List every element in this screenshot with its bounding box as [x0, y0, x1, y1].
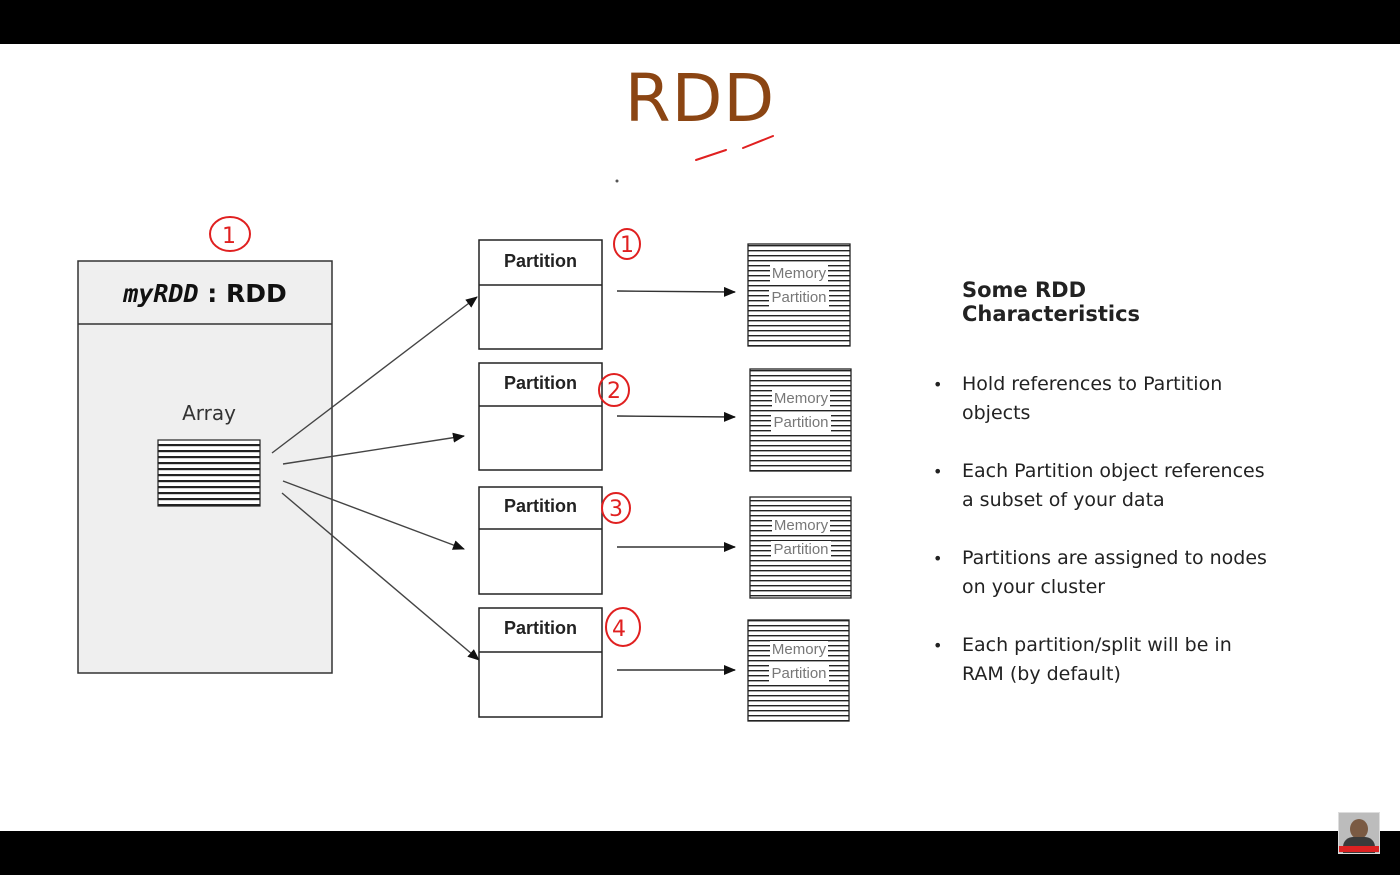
- arrow-array-partition-1: [271, 296, 478, 454]
- partition-annotation-circle-4: [605, 607, 641, 647]
- array-label: Array: [182, 401, 236, 425]
- subscribe-badge-icon: [1339, 846, 1379, 852]
- rdd-annotation-circle: [209, 216, 251, 252]
- characteristic-item: •Each Partition object references a subs…: [930, 457, 1270, 515]
- memory-label-1-line1: Memory: [769, 265, 829, 283]
- memory-label-4-line1: Memory: [769, 641, 829, 659]
- partition-annotation-2: 2: [607, 379, 621, 404]
- memory-label-4: Memory Partition: [748, 638, 850, 686]
- array-block: [157, 439, 261, 507]
- bullet-icon: •: [933, 375, 943, 394]
- memory-label-3-line2: Partition: [771, 541, 831, 559]
- partition-annotation-circle-1: [613, 228, 641, 260]
- characteristic-item: •Partitions are assigned to nodes on you…: [930, 544, 1270, 602]
- bullet-icon: •: [933, 462, 943, 481]
- presenter-head: [1350, 819, 1368, 839]
- partition-label-2: Partition: [503, 373, 577, 393]
- characteristic-item: •Hold references to Partition objects: [930, 370, 1270, 428]
- partition-box-4: [478, 607, 603, 718]
- bullet-icon: •: [933, 636, 943, 655]
- partition-label-3: Partition: [503, 496, 577, 516]
- bullet-icon: •: [933, 549, 943, 568]
- partition-label-4: Partition: [503, 618, 577, 638]
- partition-to-memory-arrows: [616, 286, 736, 675]
- characteristic-item: •Each partition/split will be in RAM (by…: [930, 631, 1270, 689]
- rdd-variable-name: myRDD: [123, 278, 199, 308]
- memory-label-2-line2: Partition: [771, 414, 831, 432]
- video-bottom-bar: [0, 831, 1400, 875]
- characteristics-panel: Some RDD Characteristics •Hold reference…: [930, 278, 1270, 718]
- memory-block-4: [747, 619, 850, 722]
- characteristics-list: •Hold references to Partition objects •E…: [930, 370, 1270, 689]
- memory-label-2-line1: Memory: [771, 390, 831, 408]
- partition-annotation-3: 3: [609, 497, 623, 522]
- slide-title: RDD: [624, 60, 776, 137]
- arrow-array-partition-4: [281, 492, 480, 661]
- partition-box-3: [478, 486, 603, 595]
- arrow-array-partition-2: [282, 432, 465, 465]
- memory-label-1-line2: Partition: [769, 289, 829, 307]
- rdd-separator: :: [198, 278, 226, 308]
- partition-annotation-4: 4: [612, 617, 626, 642]
- partition-annotation-circle-2: [598, 373, 630, 407]
- memory-label-3: Memory Partition: [750, 514, 852, 562]
- rdd-header: myRDD : RDD: [78, 262, 332, 324]
- partition-annotation-1: 1: [620, 233, 634, 258]
- partition-box-1: [478, 239, 603, 350]
- video-top-bar: [0, 0, 1400, 44]
- partition-label-1: Partition: [503, 251, 577, 271]
- memory-label-4-line2: Partition: [769, 665, 829, 683]
- memory-label-2: Memory Partition: [750, 387, 852, 435]
- presenter-avatar[interactable]: [1338, 812, 1380, 854]
- title-scribble: [695, 135, 774, 161]
- characteristics-title: Some RDD Characteristics: [962, 278, 1141, 326]
- arrow-partition-memory-1: [616, 286, 736, 297]
- memory-label-1: Memory Partition: [748, 262, 850, 310]
- partition-box-2: [478, 362, 603, 471]
- memory-label-3-line1: Memory: [771, 517, 831, 535]
- partition-annotation-circle-3: [601, 492, 631, 524]
- array-to-partition-arrows: [271, 296, 480, 661]
- arrow-array-partition-3: [282, 480, 465, 550]
- pen-mark: [615, 179, 619, 183]
- rdd-annotation-number: 1: [222, 224, 236, 249]
- rdd-type-name: RDD: [225, 278, 287, 308]
- arrow-partition-memory-2: [616, 411, 736, 422]
